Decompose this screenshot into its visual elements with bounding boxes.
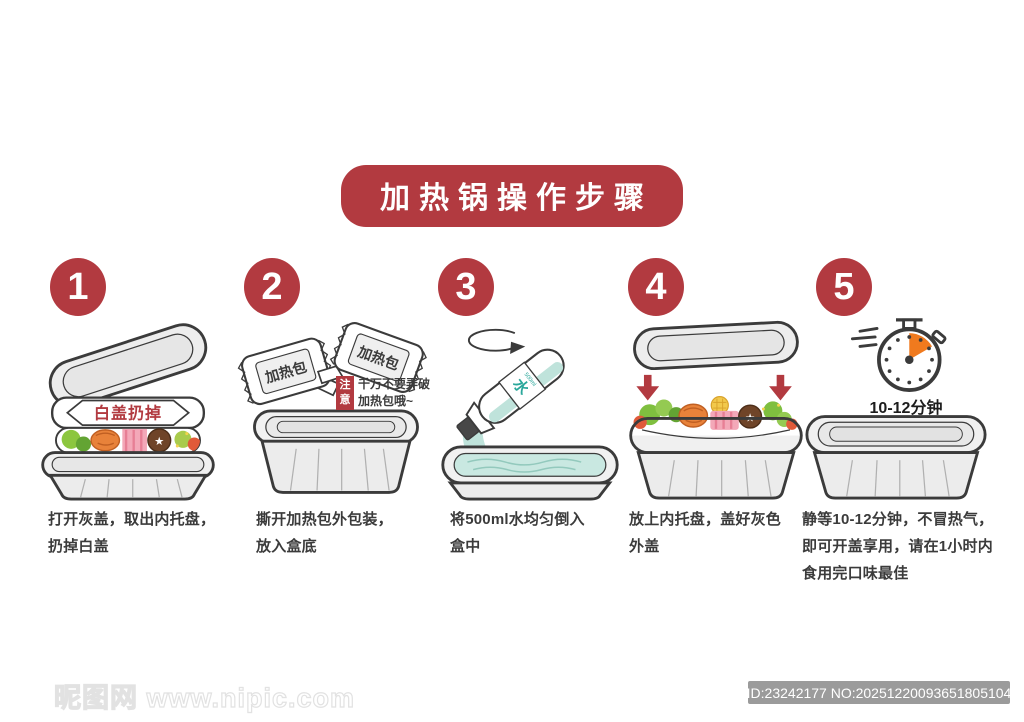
step-4-caption: 放上内托盘，盖好灰色 外盖 [629,511,782,555]
step-3-caption: 将500ml水均匀倒入 盒中 [450,511,585,555]
watermark: 昵图网 www.nipic.com [53,682,356,713]
close-lid-icon: ★ [629,320,803,500]
heat-pack-box-icon: 加热包 加热包 [237,322,427,494]
timer-duration-label: 10-12分钟 [869,400,943,417]
step-5-illustration: 10-12分钟 [796,318,996,500]
box-with-water-icon [441,445,619,501]
step-1: 1 白盖扔掉 [28,258,233,560]
attention-text: 千万不要弄破 加热包哦~ [358,377,431,409]
stopwatch-icon [850,318,947,392]
swirl-arrow-icon [467,328,526,355]
pour-water-icon: 水 500ml [441,328,619,501]
step-5-number-badge: 5 [816,258,872,316]
step-3-number-badge: 3 [438,258,494,316]
open-box-icon: 白盖扔掉 [41,323,215,501]
food-icon: ★ [633,396,798,430]
image-id-badge: ID:23242177 NO:20251220093651805104 [747,681,1011,704]
step-4-number-badge: 4 [628,258,684,316]
heat-pack-icon: 加热包 [316,322,427,393]
water-bottle-icon: 水 500ml [456,348,565,441]
step-1-number-badge: 1 [50,258,106,316]
step-4: 4 [616,258,821,560]
box-base-icon [629,417,803,500]
step-3-illustration: 水 500ml [430,318,630,501]
white-lid-label: 白盖扔掉 [94,403,162,422]
attention-badge: 注意 [336,376,354,410]
step-2-number-badge: 2 [244,258,300,316]
down-arrow-icon [769,374,792,401]
step-2-caption: 撕开加热包外包装， 放入盒底 [256,511,393,555]
grey-lid-icon [48,323,208,408]
warning-note: 注意 千万不要弄破 加热包哦~ [336,376,430,411]
empty-box-icon [253,409,419,494]
white-lid-icon: 白盖扔掉 [50,396,206,430]
wait-closed-box-icon [805,318,987,500]
step-4-illustration: ★ [616,318,816,500]
food-tray-icon: ★ [55,427,201,454]
heat-pack-icon: 加热包 [237,337,340,406]
down-arrow-icon [636,374,660,401]
step-5-caption: 静等10-12分钟，不冒热气， 即可开盖享用，请在1小时内 食用完口味最佳 [802,511,994,582]
closed-box-icon [805,415,987,500]
step-1-caption: 打开灰盖，取出内托盘， 扔掉白盖 [48,511,216,555]
grey-lid-icon [633,320,799,371]
step-2-illustration: 加热包 加热包 [236,318,436,500]
step-3: 3 水 500ml [430,258,630,560]
mushroom-star-icon: ★ [154,436,164,448]
step-1-illustration: 白盖扔掉 [28,318,228,501]
box-base-icon [41,451,215,501]
step-5: 5 [796,258,1010,587]
step-2: 2 加热包 加热包 [236,258,436,560]
page-title: 加热锅操作步骤 [341,165,683,227]
